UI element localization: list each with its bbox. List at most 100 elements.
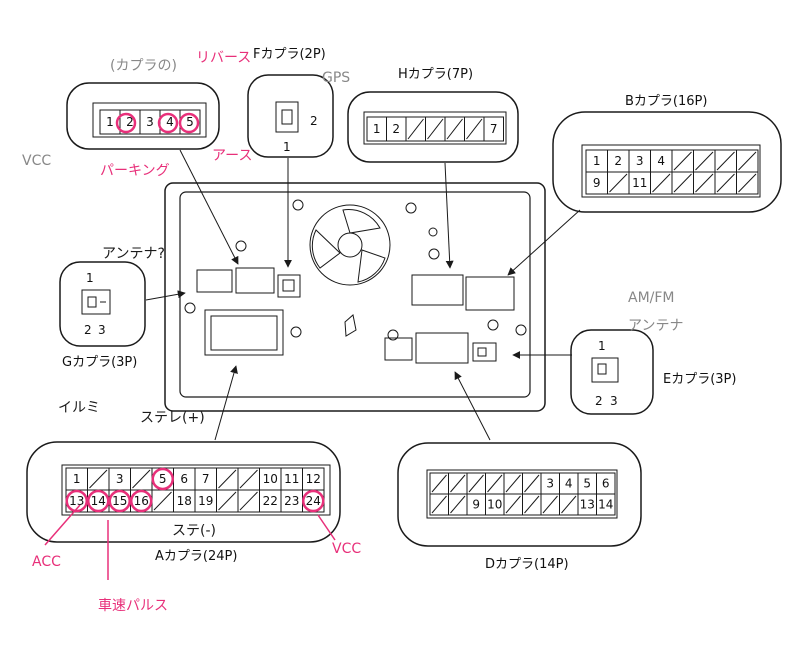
note-speed-pulse: 車速パルス — [98, 597, 168, 614]
e-pin3: 3 — [610, 394, 618, 408]
top-left-pin: 2 — [126, 115, 134, 129]
b-unused-slash — [673, 173, 692, 193]
a-pin: 18 — [177, 494, 192, 508]
h-unused-slash — [407, 118, 424, 140]
note-parking: パーキング — [100, 163, 170, 179]
f-pin2: 2 — [310, 114, 318, 128]
d-unused-slash — [524, 495, 540, 514]
d-unused-slash — [561, 495, 577, 514]
a-unused-slash — [239, 469, 258, 489]
h-unused-slash — [466, 118, 483, 140]
d-unused-slash — [450, 474, 466, 493]
head-unit — [164, 182, 546, 412]
a-pin: 24 — [306, 494, 321, 508]
a-pin: 23 — [284, 494, 299, 508]
a-pin: 6 — [180, 472, 188, 486]
note-stereo-plus: ステレ(+) — [140, 410, 205, 426]
a-pin-highlight — [65, 489, 88, 513]
d-pin: 13 — [580, 498, 595, 512]
a-pin: 15 — [112, 494, 127, 508]
d-cell — [596, 493, 616, 516]
h-cell — [483, 116, 504, 142]
h-pin: 2 — [392, 122, 400, 136]
d-unused-slash — [468, 474, 484, 493]
label-d: Dカプラ(14P) — [485, 557, 569, 572]
g-pin2: 2 — [84, 323, 92, 337]
d-pin: 5 — [583, 477, 591, 491]
b-unused-slash — [738, 173, 757, 193]
note-vcc-right: VCC — [332, 541, 361, 557]
e-pin1: 1 — [598, 339, 606, 353]
g-pin1: 1 — [86, 271, 94, 285]
note-amfm: AM/FM — [628, 290, 675, 306]
b-unused-slash — [716, 151, 735, 171]
a-pin-highlight — [151, 467, 174, 491]
screw-icons — [184, 199, 527, 341]
a-pin-highlight — [87, 489, 110, 513]
a-unused-slash — [132, 469, 151, 489]
note-top: (カプラの) — [110, 58, 177, 74]
d-pin: 6 — [602, 477, 610, 491]
a-unused-slash — [218, 491, 237, 511]
label-g: Gカプラ(3P) — [62, 355, 137, 370]
e-pin2: 2 — [595, 394, 603, 408]
b-cell — [736, 171, 759, 195]
d-unused-slash — [431, 474, 447, 493]
note-reverse: リバース — [196, 50, 251, 66]
label-a: Aカプラ(24P) — [155, 549, 237, 564]
a-unused-slash — [89, 469, 108, 489]
note-antenna: アンテナ? — [102, 246, 165, 262]
a-pin-highlight — [108, 489, 131, 513]
d-pin: 9 — [472, 498, 480, 512]
b-pin: 4 — [657, 154, 665, 168]
label-f: Fカプラ(2P) — [253, 47, 326, 62]
d-pin: 4 — [565, 477, 573, 491]
a-pin-highlight — [302, 489, 325, 513]
d-pin: 10 — [487, 498, 502, 512]
b-pin: 2 — [614, 154, 622, 168]
a-pin: 22 — [263, 494, 278, 508]
b-unused-slash — [716, 173, 735, 193]
b-unused-slash — [695, 151, 714, 171]
note-acc: ACC — [32, 554, 61, 570]
a-pin: 10 — [263, 472, 278, 486]
a-pin: 16 — [134, 494, 149, 508]
d-unused-slash — [524, 474, 540, 493]
note-illumi: イルミ — [58, 400, 100, 416]
d-unused-slash — [487, 474, 503, 493]
b-unused-slash — [738, 151, 757, 171]
fan-icon — [309, 204, 391, 286]
note-antenna2: アンテナ — [628, 318, 683, 334]
label-b: Bカプラ(16P) — [625, 94, 707, 109]
a-unused-slash — [153, 491, 172, 511]
connector-e: 1 2 3 Eカプラ(3P) — [570, 329, 736, 415]
b-pin: 3 — [636, 154, 644, 168]
d-unused-slash — [505, 474, 521, 493]
g-pin3: 3 — [98, 323, 106, 337]
a-pin: 13 — [69, 494, 84, 508]
d-unused-slash — [505, 495, 521, 514]
d-pin: 14 — [598, 498, 613, 512]
note-stereo-minus: ステ(-) — [172, 523, 216, 539]
top-left-pin: 4 — [166, 115, 174, 129]
top-left-pin: 3 — [146, 115, 154, 129]
label-e: Eカプラ(3P) — [663, 372, 736, 387]
note-vcc-left: VCC — [22, 153, 51, 169]
h-pin: 1 — [373, 122, 381, 136]
a-pin: 14 — [91, 494, 106, 508]
h-pin: 7 — [490, 122, 498, 136]
h-unused-slash — [446, 118, 463, 140]
connector-f: Fカプラ(2P) 1 2 — [247, 47, 334, 158]
a-pin: 3 — [116, 472, 124, 486]
a-unused-slash — [239, 491, 258, 511]
b-unused-slash — [652, 173, 671, 193]
d-unused-slash — [542, 495, 558, 514]
a-pin: 5 — [159, 472, 167, 486]
note-gps: GPS — [322, 70, 350, 86]
